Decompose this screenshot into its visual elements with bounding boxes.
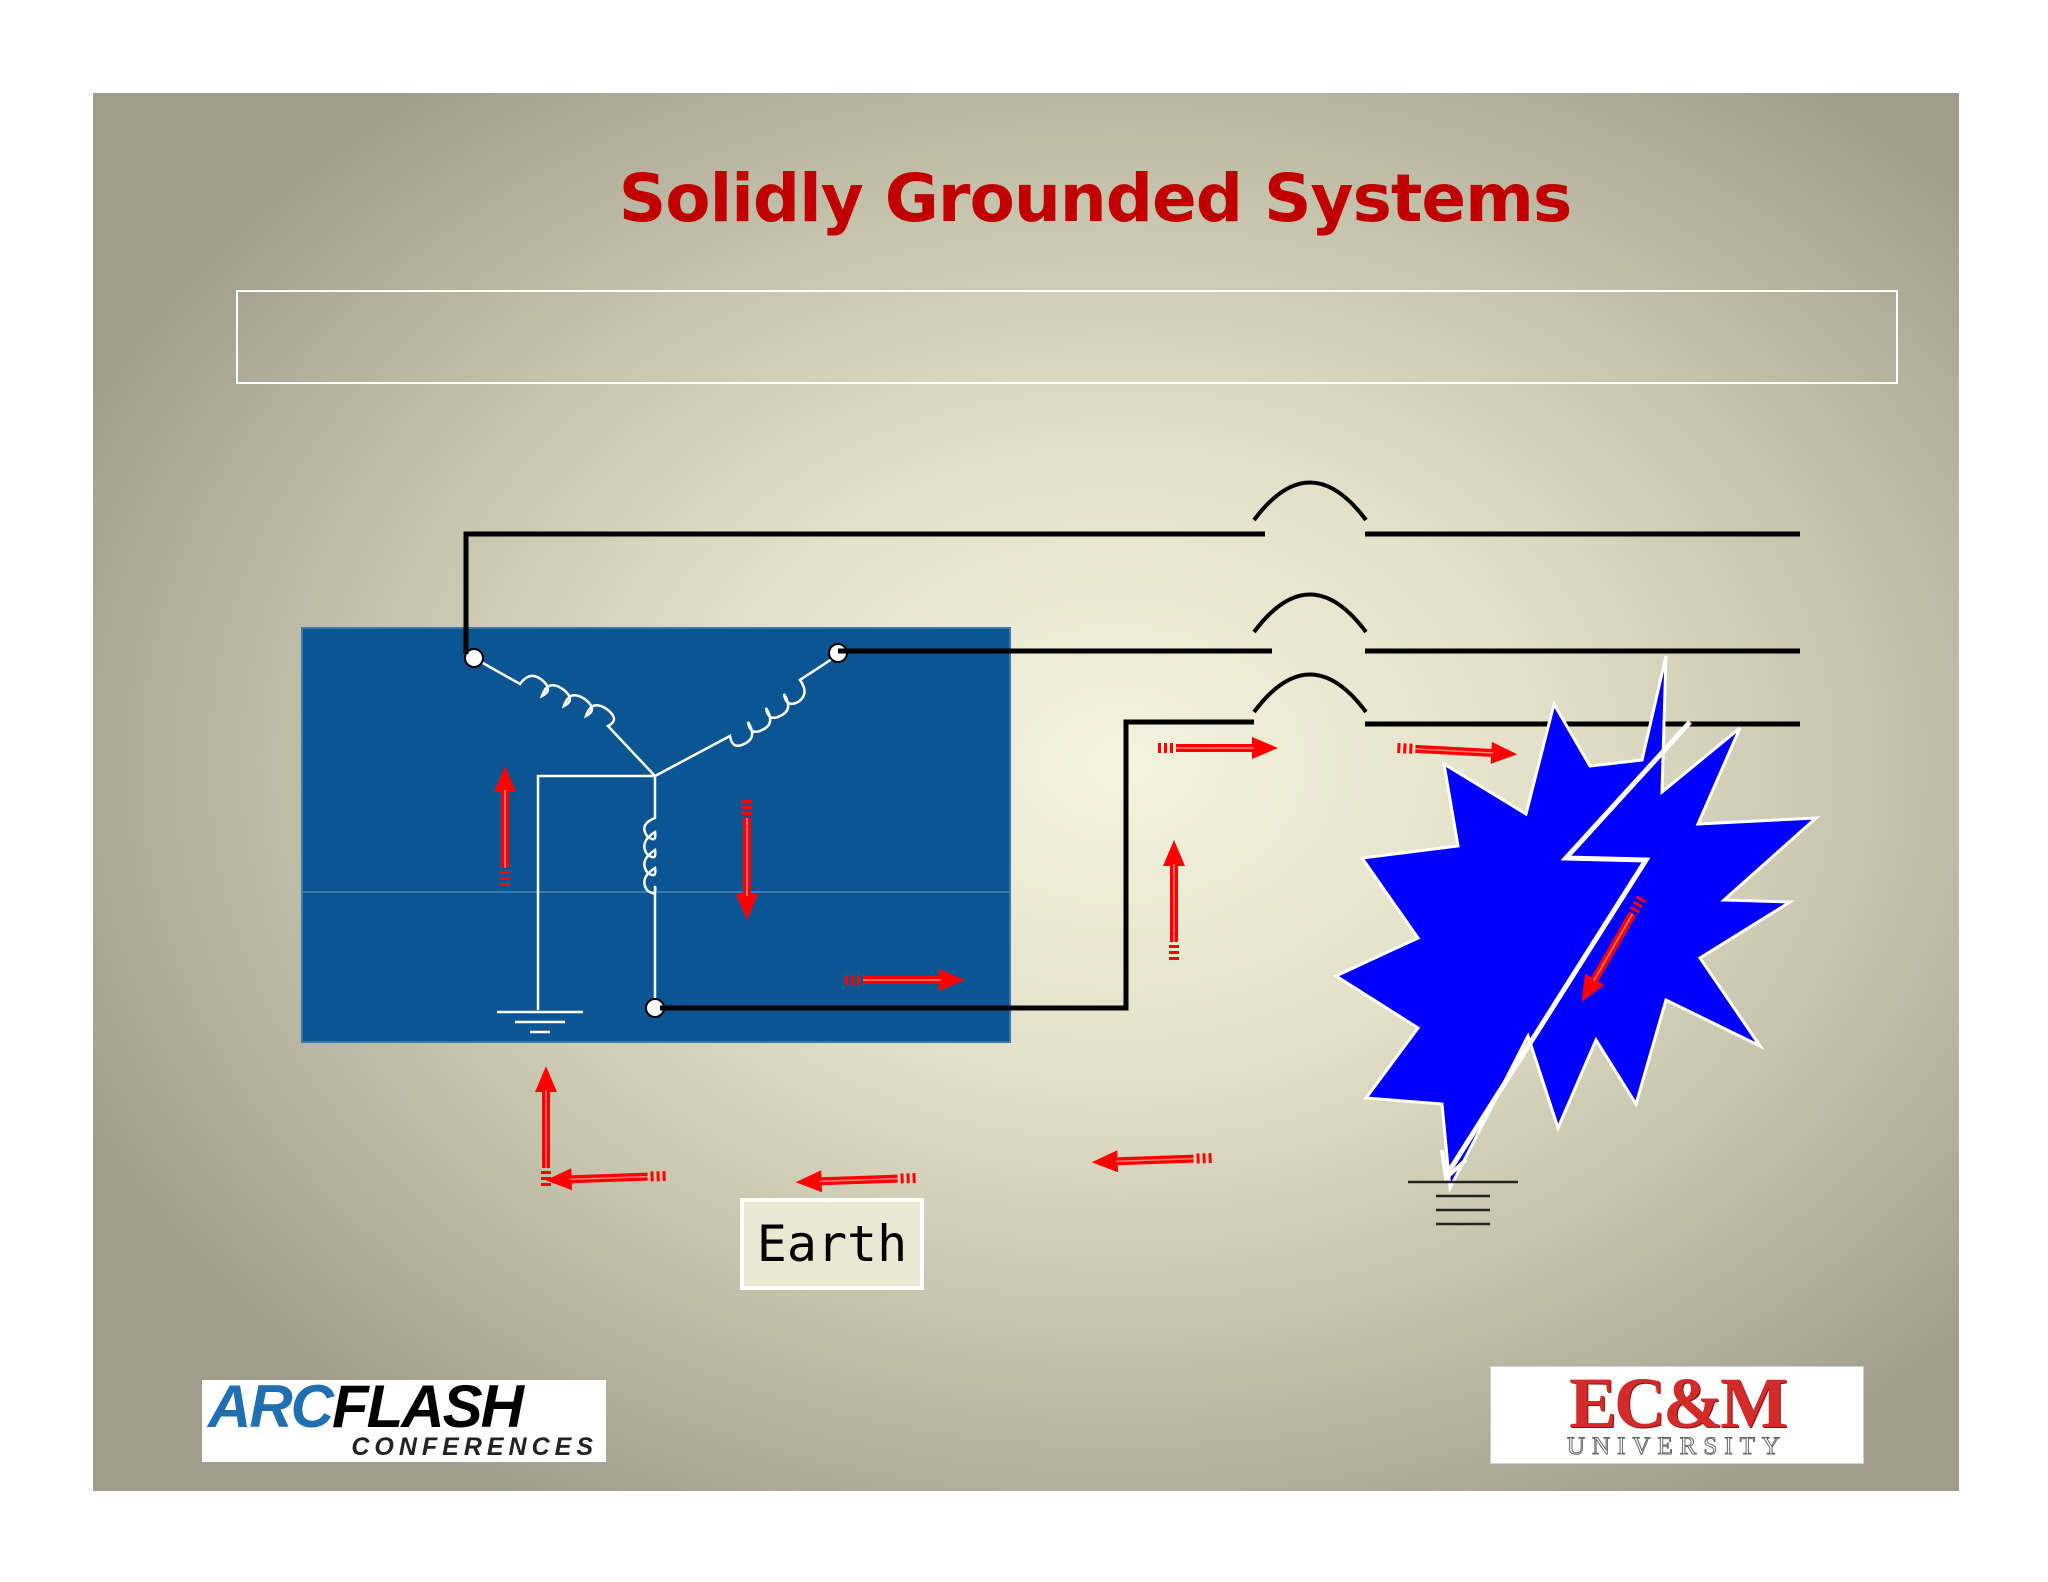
arcflash-logo-word: ARCFLASH — [208, 1373, 524, 1440]
arcflash-logo-arc: ARC — [208, 1373, 334, 1440]
ecm-logo-word: EC&M — [1569, 1363, 1788, 1443]
crossover-humps — [1252, 480, 1368, 714]
earth-label: Earth — [740, 1198, 924, 1290]
arcflash-logo-flash: FLASH — [332, 1373, 524, 1440]
transformer-ground-symbol — [497, 1010, 583, 1034]
current-arrow — [1163, 840, 1185, 960]
arcflash-conferences-logo: ARCFLASH CONFERENCES — [202, 1374, 606, 1462]
current-arrow — [1397, 737, 1518, 765]
ecm-logo-sub: UNIVERSITY — [1567, 1433, 1787, 1461]
phase-a-conductor — [463, 531, 1265, 654]
wye-windings — [473, 653, 839, 1010]
slide-title: Solidly Grounded Systems — [618, 160, 1572, 237]
fault-burst — [1332, 655, 1821, 1194]
arcflash-logo-sub: CONFERENCES — [351, 1433, 598, 1461]
terminal-a — [464, 648, 484, 668]
conductors — [463, 531, 1800, 1011]
subtitle-box — [236, 290, 1898, 384]
current-arrow — [1091, 1147, 1212, 1173]
phase-c-conductor — [660, 719, 1254, 1011]
current-arrow — [535, 1066, 557, 1186]
ecm-university-logo: EC&M UNIVERSITY — [1490, 1366, 1864, 1464]
current-arrow — [545, 1165, 666, 1191]
current-arrow — [1158, 737, 1278, 759]
current-arrow — [795, 1167, 916, 1193]
fault-ground-symbol — [1408, 1180, 1518, 1226]
